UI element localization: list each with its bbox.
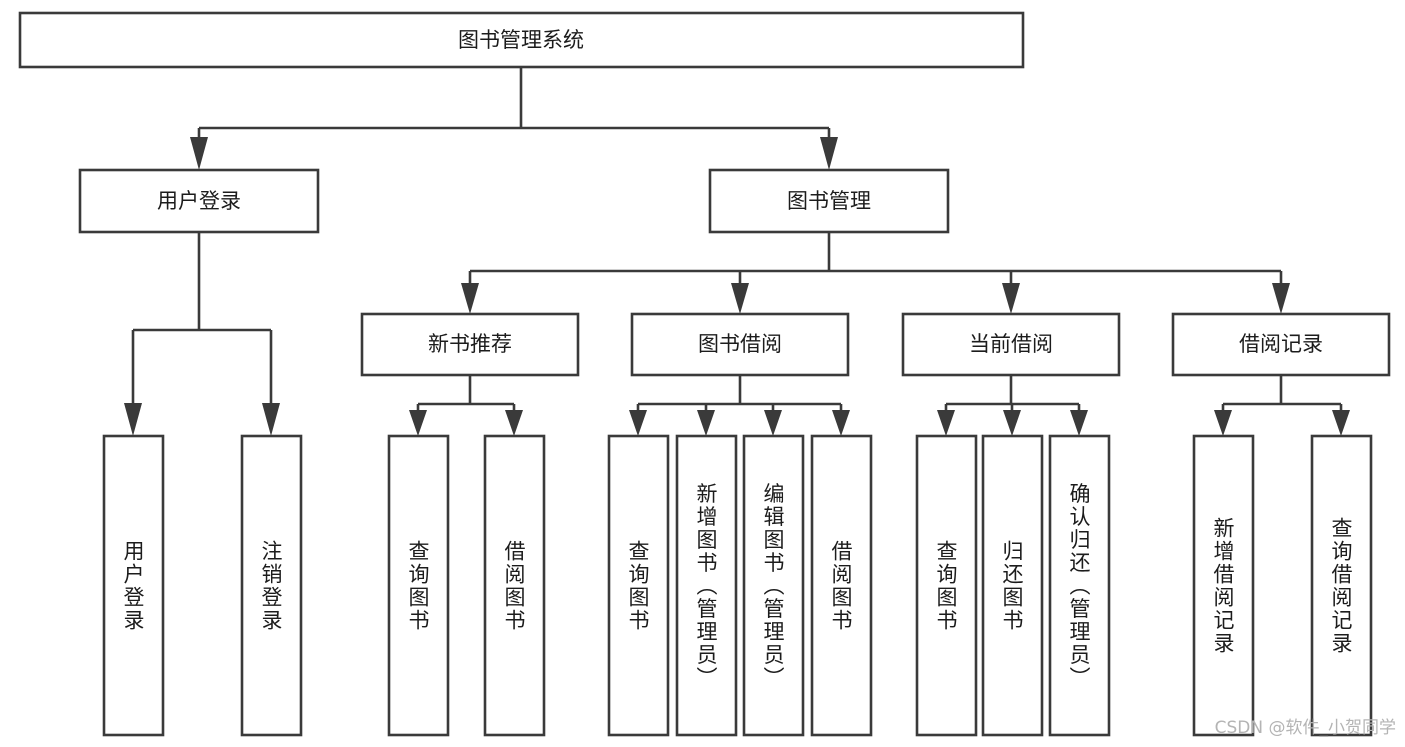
leaf-add-record-box[interactable] [1192,434,1255,737]
leaf-borrow-book-2-box[interactable] [810,434,873,737]
arrow-leaf-query-record [1332,410,1350,436]
leaf-edit-book-label: 编辑图书（管理员） [761,483,785,690]
leaf-logout-box[interactable] [240,434,303,737]
leaf-borrow-book-1[interactable]: 借阅图书 [483,434,546,737]
leaf-query-book-1-label: 查询图书 [406,540,430,632]
node-book-management-box[interactable] [708,168,950,234]
node-current-borrow-label: 当前借阅 [969,332,1053,356]
node-book-management-label: 图书管理 [787,189,871,213]
leaf-query-book-2[interactable]: 查询图书 [607,434,670,737]
node-book-management[interactable]: 图书管理 [708,168,950,234]
node-borrow-record-box[interactable] [1171,312,1391,377]
leaf-query-book-2-box[interactable] [607,434,670,737]
leaf-add-book[interactable]: 新增图书（管理员） [675,434,738,737]
node-user-login[interactable]: 用户登录 [78,168,320,234]
leaf-query-record-label: 查询借阅记录 [1329,517,1353,655]
node-borrow-record[interactable]: 借阅记录 [1171,312,1391,377]
arrow-to-new-book [461,283,479,314]
leaf-borrow-book-1-box[interactable] [483,434,546,737]
arrow-to-current-borrow [1002,283,1020,314]
arrow-leaf-add-record [1214,410,1232,436]
leaf-logout-label: 注销登录 [259,540,283,632]
node-root[interactable]: 图书管理系统 [18,11,1025,69]
leaf-query-book-2-label: 查询图书 [626,540,650,632]
node-root-label: 图书管理系统 [458,28,584,52]
arrow-leaf-logout [262,403,280,436]
leaf-confirm-return[interactable]: 确认归还（管理员） [1048,434,1111,737]
arrow-leaf-return-book [1003,410,1021,436]
arrow-leaf-borrow-book-1 [505,410,523,436]
leaf-query-record-box[interactable] [1310,434,1373,737]
arrow-to-book-borrow [731,283,749,314]
leaf-edit-book[interactable]: 编辑图书（管理员） [742,434,805,737]
leaf-add-record[interactable]: 新增借阅记录 [1192,434,1255,737]
leaf-borrow-book-1-label: 借阅图书 [502,540,526,632]
leaf-user-login-label: 用户登录 [121,540,145,632]
node-borrow-record-label: 借阅记录 [1239,332,1323,356]
leaf-query-record[interactable]: 查询借阅记录 [1310,434,1373,737]
node-current-borrow-box[interactable] [901,312,1121,377]
leaf-borrow-book-2-label: 借阅图书 [829,540,853,632]
leaf-return-book[interactable]: 归还图书 [981,434,1044,737]
arrow-to-user-login [190,137,208,170]
node-current-borrow[interactable]: 当前借阅 [901,312,1121,377]
arrow-leaf-confirm-return [1070,410,1088,436]
node-new-book-recommend[interactable]: 新书推荐 [360,312,580,377]
arrow-to-borrow-record [1272,283,1290,314]
leaf-query-book-3-box[interactable] [915,434,978,737]
arrow-to-book-management [820,137,838,170]
node-book-borrow[interactable]: 图书借阅 [630,312,850,377]
node-new-book-recommend-label: 新书推荐 [428,332,512,356]
node-user-login-label: 用户登录 [157,189,241,213]
leaf-return-book-box[interactable] [981,434,1044,737]
node-book-borrow-label: 图书借阅 [698,332,782,356]
node-book-borrow-box[interactable] [630,312,850,377]
leaf-query-book-1-box[interactable] [387,434,450,737]
leaf-user-login[interactable]: 用户登录 [102,434,165,737]
csdn-watermark: CSDN @软件_小贺同学 [1215,718,1396,738]
node-user-login-box[interactable] [78,168,320,234]
leaf-add-book-box[interactable] [675,434,738,737]
leaf-edit-book-box[interactable] [742,434,805,737]
leaf-borrow-book-2[interactable]: 借阅图书 [810,434,873,737]
connector-layer [124,67,1350,436]
node-root-box[interactable] [18,11,1025,69]
leaf-query-book-1[interactable]: 查询图书 [387,434,450,737]
leaf-confirm-return-box[interactable] [1048,434,1111,737]
leaf-query-book-3-label: 查询图书 [934,540,958,632]
leaf-add-record-label: 新增借阅记录 [1211,517,1235,655]
arrow-leaf-add-book [697,410,715,436]
leaf-return-book-label: 归还图书 [1000,540,1024,632]
arrow-leaf-user-login [124,403,142,436]
leaf-add-book-label: 新增图书（管理员） [694,483,718,690]
arrow-leaf-query-book-3 [937,410,955,436]
arrow-leaf-borrow-book-2 [832,410,850,436]
arrow-leaf-edit-book [764,410,782,436]
node-new-book-recommend-box[interactable] [360,312,580,377]
leaf-confirm-return-label: 确认归还（管理员） [1067,483,1091,690]
leaf-query-book-3[interactable]: 查询图书 [915,434,978,737]
arrow-leaf-query-book-1 [409,410,427,436]
arrow-leaf-query-book-2 [629,410,647,436]
leaf-user-login-box[interactable] [102,434,165,737]
leaf-logout[interactable]: 注销登录 [240,434,303,737]
